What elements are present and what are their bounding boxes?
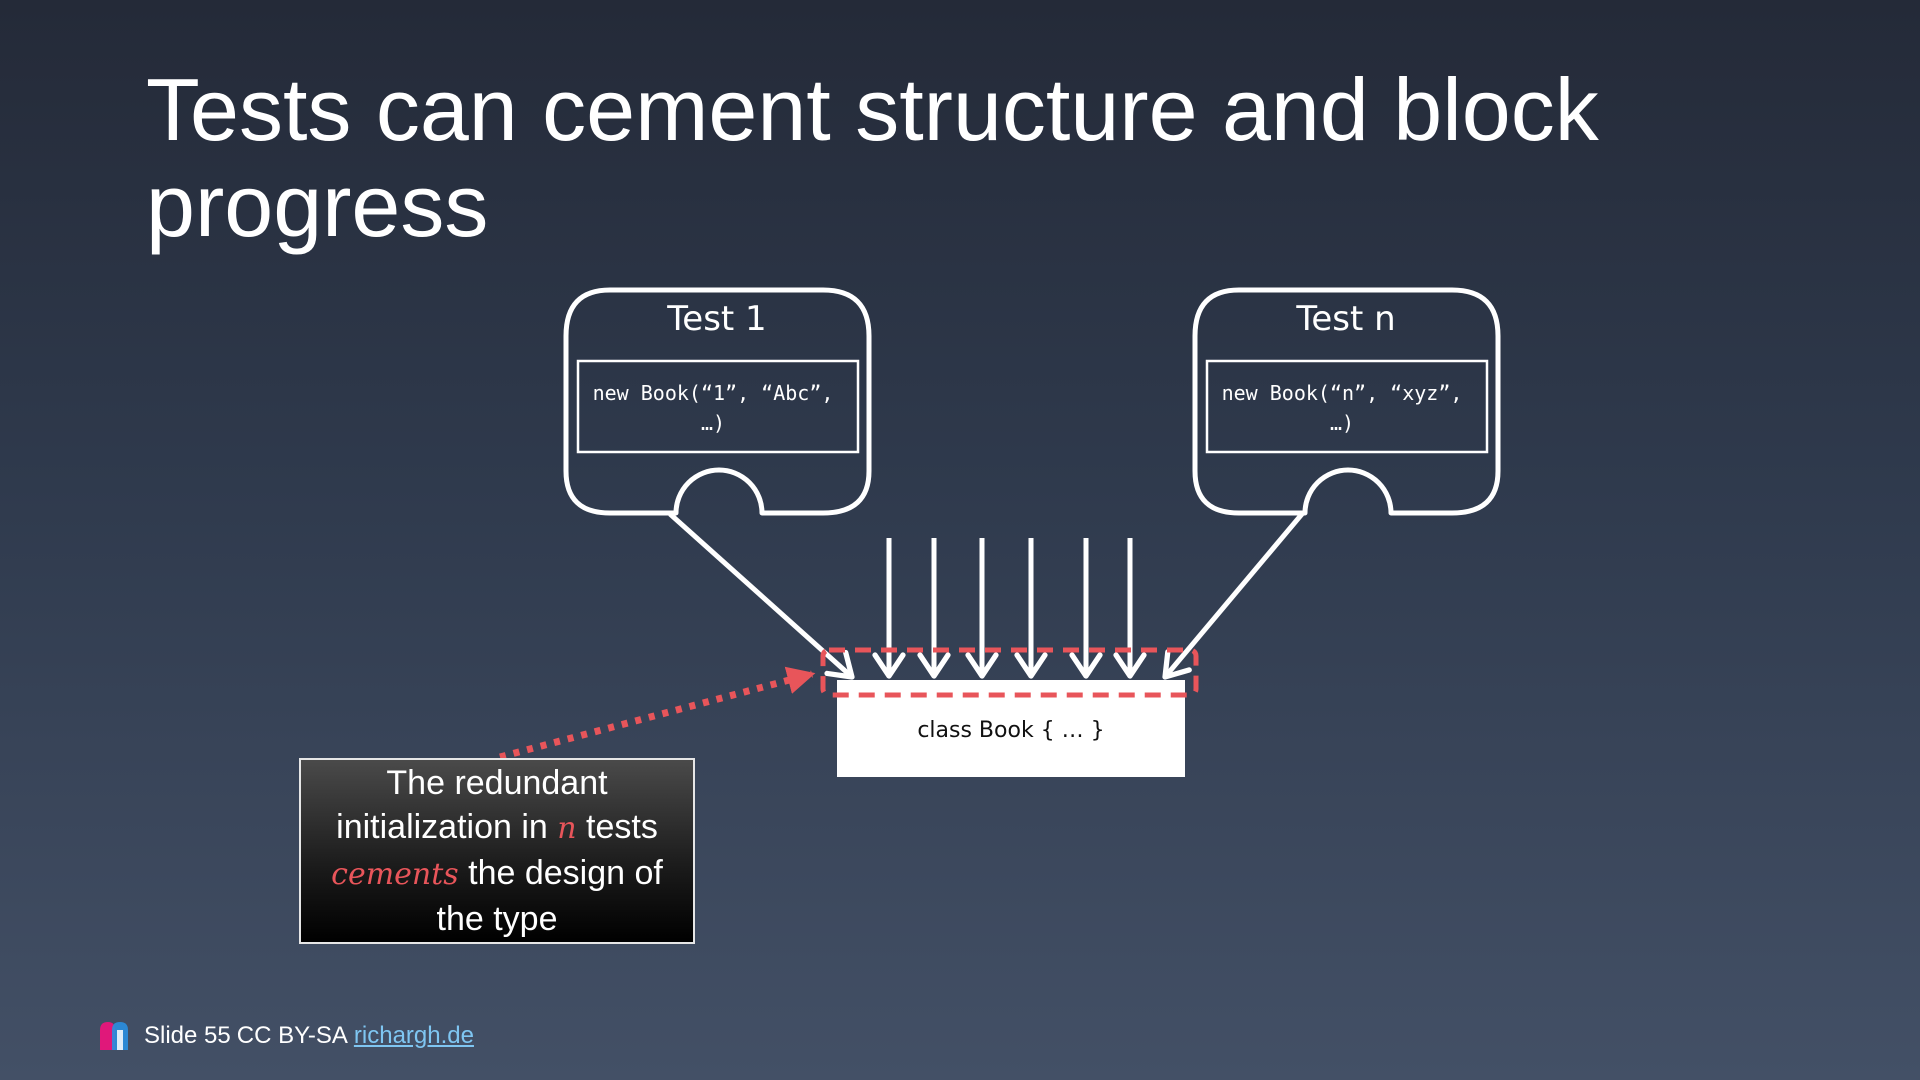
test-card-right: Test n new Book(“n”, “xyz”, …) (1192, 287, 1501, 516)
test-card-right-code-line1: new Book(“n”, “xyz”, (1222, 381, 1463, 405)
callout-highlight-cements: cements (331, 857, 459, 892)
callout-text-a: The redundant initialization in (336, 764, 608, 846)
test-card-right-code-line2: …) (1330, 411, 1354, 435)
footer: Slide 55 CC BY-SA richargh.de (98, 1018, 474, 1054)
callout-highlight-n: n (557, 811, 577, 846)
footer-slide-label: Slide 55 (144, 1022, 231, 1049)
callout-text: The redundant initialization in n tests … (311, 761, 683, 941)
test-card-left-code-line2: …) (701, 411, 725, 435)
test-card-left-outline (563, 287, 872, 516)
callout-box: The redundant initialization in n tests … (299, 758, 695, 944)
test-card-left-code-box (576, 359, 860, 454)
footer-link[interactable]: richargh.de (353, 1022, 474, 1049)
test-card-left-title: Test 1 (666, 299, 766, 339)
callout-text-b: tests (576, 808, 658, 846)
vertical-arrows (872, 538, 1147, 679)
arrow-testn-to-class (1162, 512, 1304, 680)
class-book-label: class Book { … } (917, 718, 1104, 743)
callout-dotted-arrow (499, 666, 816, 761)
test-card-left: Test 1 new Book(“1”, “Abc”, …) (563, 287, 872, 516)
callout-text-c: the design of the type (436, 854, 663, 938)
slide-title: Tests can cement structure and block pro… (146, 60, 1599, 255)
richargh-logo-icon (100, 1022, 128, 1050)
test-card-left-code-line1: new Book(“1”, “Abc”, (593, 381, 834, 405)
test-card-right-outline (1192, 287, 1501, 516)
footer-license: CC BY-SA (236, 1022, 348, 1049)
test-card-right-title: Test n (1295, 299, 1395, 339)
arrow-test1-to-class (668, 512, 855, 680)
test-card-right-code-box (1205, 359, 1489, 454)
